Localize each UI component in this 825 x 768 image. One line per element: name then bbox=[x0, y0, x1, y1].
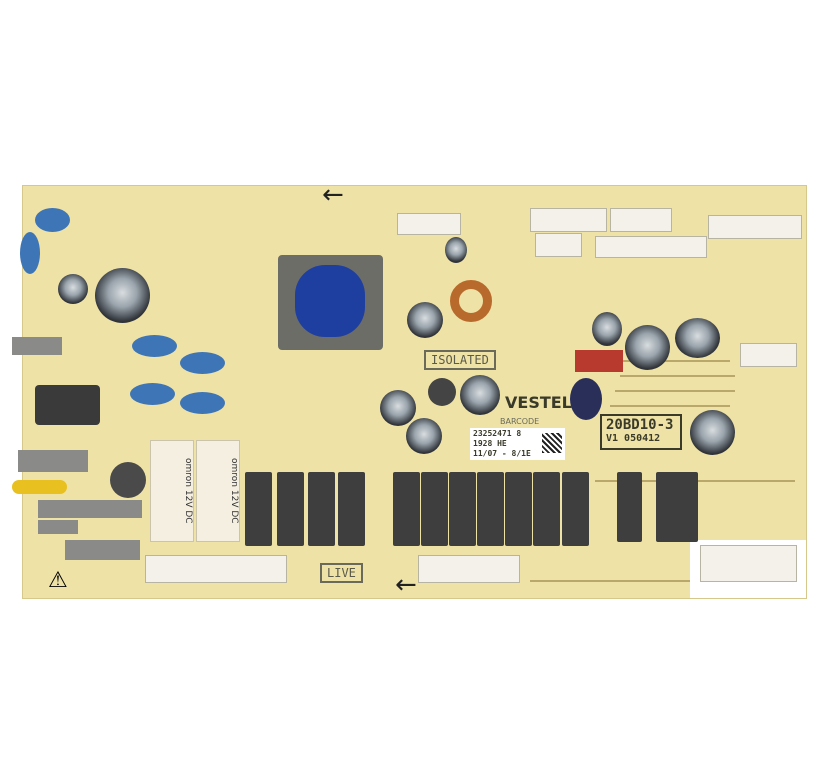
capacitor bbox=[58, 274, 88, 304]
relay bbox=[393, 472, 420, 546]
relay bbox=[338, 472, 365, 546]
resistor bbox=[65, 540, 140, 560]
capacitor bbox=[406, 418, 442, 454]
capacitor bbox=[407, 302, 443, 338]
trace bbox=[615, 390, 735, 392]
sticker-line: 23252471 8 bbox=[473, 429, 522, 438]
relay bbox=[533, 472, 560, 546]
high-voltage-warning-icon: ⚠ bbox=[48, 568, 68, 593]
sticker-line: 1928 HE bbox=[473, 439, 507, 448]
resistor bbox=[38, 520, 78, 534]
blue-capacitor bbox=[180, 352, 225, 374]
omron-relay: omron 12V DC bbox=[196, 440, 240, 542]
transformer-coil bbox=[295, 265, 365, 337]
omron-relay: omron 12V DC bbox=[150, 440, 194, 542]
red-connector bbox=[575, 350, 623, 372]
blue-capacitor bbox=[130, 383, 175, 405]
capacitor bbox=[380, 390, 416, 426]
relay bbox=[277, 472, 304, 546]
capacitor bbox=[445, 237, 467, 263]
connector bbox=[740, 343, 797, 367]
blue-capacitor bbox=[180, 392, 225, 414]
capacitor bbox=[570, 378, 602, 420]
barcode-label: BARCODE bbox=[500, 417, 540, 426]
trace bbox=[610, 405, 730, 407]
connector bbox=[418, 555, 520, 583]
capacitor bbox=[592, 312, 622, 346]
inductor bbox=[35, 385, 100, 425]
qr-code bbox=[542, 433, 562, 453]
live-label: LIVE bbox=[320, 563, 363, 583]
barcode-sticker: 23252471 8 1928 HE 11/07 - 8/1E bbox=[470, 428, 565, 460]
trace bbox=[610, 360, 730, 362]
model-box: 20BD10-3 V1 050412 bbox=[600, 414, 682, 450]
connector bbox=[530, 208, 607, 232]
connector bbox=[535, 233, 582, 257]
blue-capacitor bbox=[20, 232, 40, 274]
trace bbox=[620, 375, 735, 377]
relay bbox=[449, 472, 476, 546]
connector bbox=[708, 215, 802, 239]
resistor bbox=[80, 500, 142, 518]
arrow-left-icon: ← bbox=[322, 180, 344, 210]
model-number: 20BD10-3 bbox=[606, 417, 674, 433]
capacitor bbox=[625, 325, 670, 370]
blue-capacitor bbox=[35, 208, 70, 232]
capacitor bbox=[95, 268, 150, 323]
relay bbox=[656, 472, 698, 542]
yellow-capacitor bbox=[12, 480, 67, 494]
connector bbox=[145, 555, 287, 583]
sticker-line: 11/07 - 8/1E bbox=[473, 449, 531, 458]
trace bbox=[530, 580, 690, 582]
relay bbox=[245, 472, 272, 546]
connector bbox=[595, 236, 707, 258]
arrow-left-icon: ← bbox=[395, 570, 417, 600]
toroid-inductor bbox=[450, 280, 492, 322]
relay bbox=[562, 472, 589, 546]
blue-capacitor bbox=[132, 335, 177, 357]
relay bbox=[308, 472, 335, 546]
inductor bbox=[428, 378, 456, 406]
connector bbox=[397, 213, 461, 235]
resistor bbox=[12, 337, 62, 355]
varistor bbox=[110, 462, 146, 498]
brand-logo: VESTEL bbox=[505, 393, 572, 412]
resistor bbox=[38, 500, 80, 518]
resistor bbox=[18, 450, 88, 472]
capacitor bbox=[460, 375, 500, 415]
relay bbox=[505, 472, 532, 546]
version-number: V1 050412 bbox=[606, 433, 661, 444]
relay bbox=[421, 472, 448, 546]
connector bbox=[700, 545, 797, 582]
capacitor bbox=[690, 410, 735, 455]
relay bbox=[477, 472, 504, 546]
capacitor bbox=[675, 318, 720, 358]
isolated-label: ISOLATED bbox=[424, 350, 496, 370]
connector bbox=[610, 208, 672, 232]
relay bbox=[617, 472, 642, 542]
